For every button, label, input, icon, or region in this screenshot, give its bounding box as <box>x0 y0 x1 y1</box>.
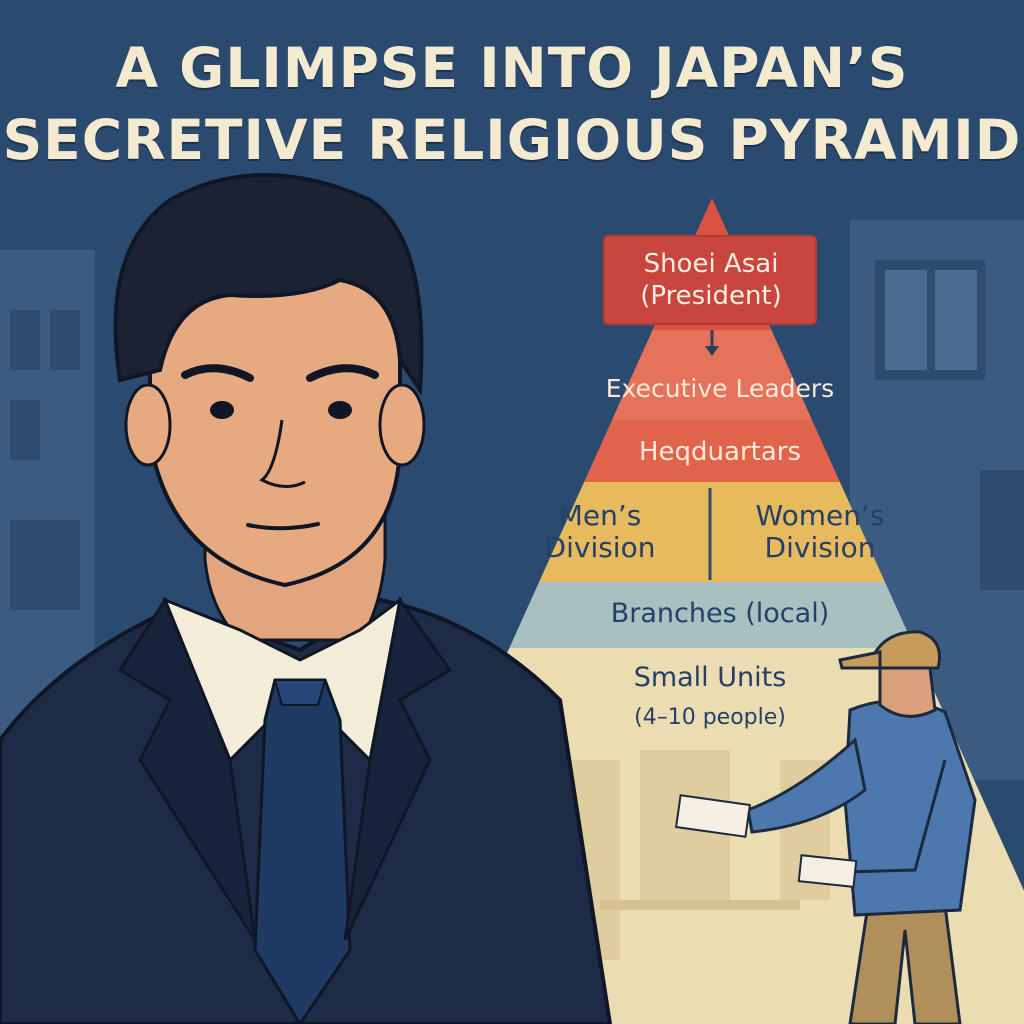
flyer-icon <box>674 794 752 838</box>
womens-division-line2: Division <box>764 531 876 564</box>
flyer-distributor <box>674 630 977 1024</box>
title-line-1: A GLIMPSE INTO JAPAN’S <box>115 36 909 100</box>
cap-icon <box>865 630 941 670</box>
mens-division-line1: Men’s <box>558 499 642 532</box>
pyramid-label-headquarters: Heqduartars <box>638 437 802 467</box>
man-in-suit <box>0 173 613 1024</box>
title-line-2: SECRETIVE RELIGIOUS PYRAMID <box>2 108 1022 172</box>
hair <box>113 173 424 397</box>
flyer-icon <box>797 854 858 888</box>
womens-division-line1: Women’s <box>755 499 885 532</box>
pyramid-label-small-units: Small Units <box>633 662 787 693</box>
pyramid-label-small-units-size: (4–10 people) <box>634 705 786 730</box>
pyramid-label-womens-division: Women’s Division <box>720 500 920 564</box>
pyramid-label-branches: Branches (local) <box>610 598 830 629</box>
president-box <box>603 235 817 325</box>
arrow-down-icon <box>705 330 719 356</box>
background-buildings <box>0 220 1024 890</box>
pyramid-label-president: Shoei Asai (President) <box>606 248 816 312</box>
president-name: Shoei Asai <box>643 249 779 279</box>
pyramid-label-mens-division: Men’s Division <box>500 500 700 564</box>
pyramid-label-executive: Executive Leaders <box>605 374 835 403</box>
president-role: (President) <box>640 281 782 311</box>
mens-division-line2: Division <box>544 531 656 564</box>
